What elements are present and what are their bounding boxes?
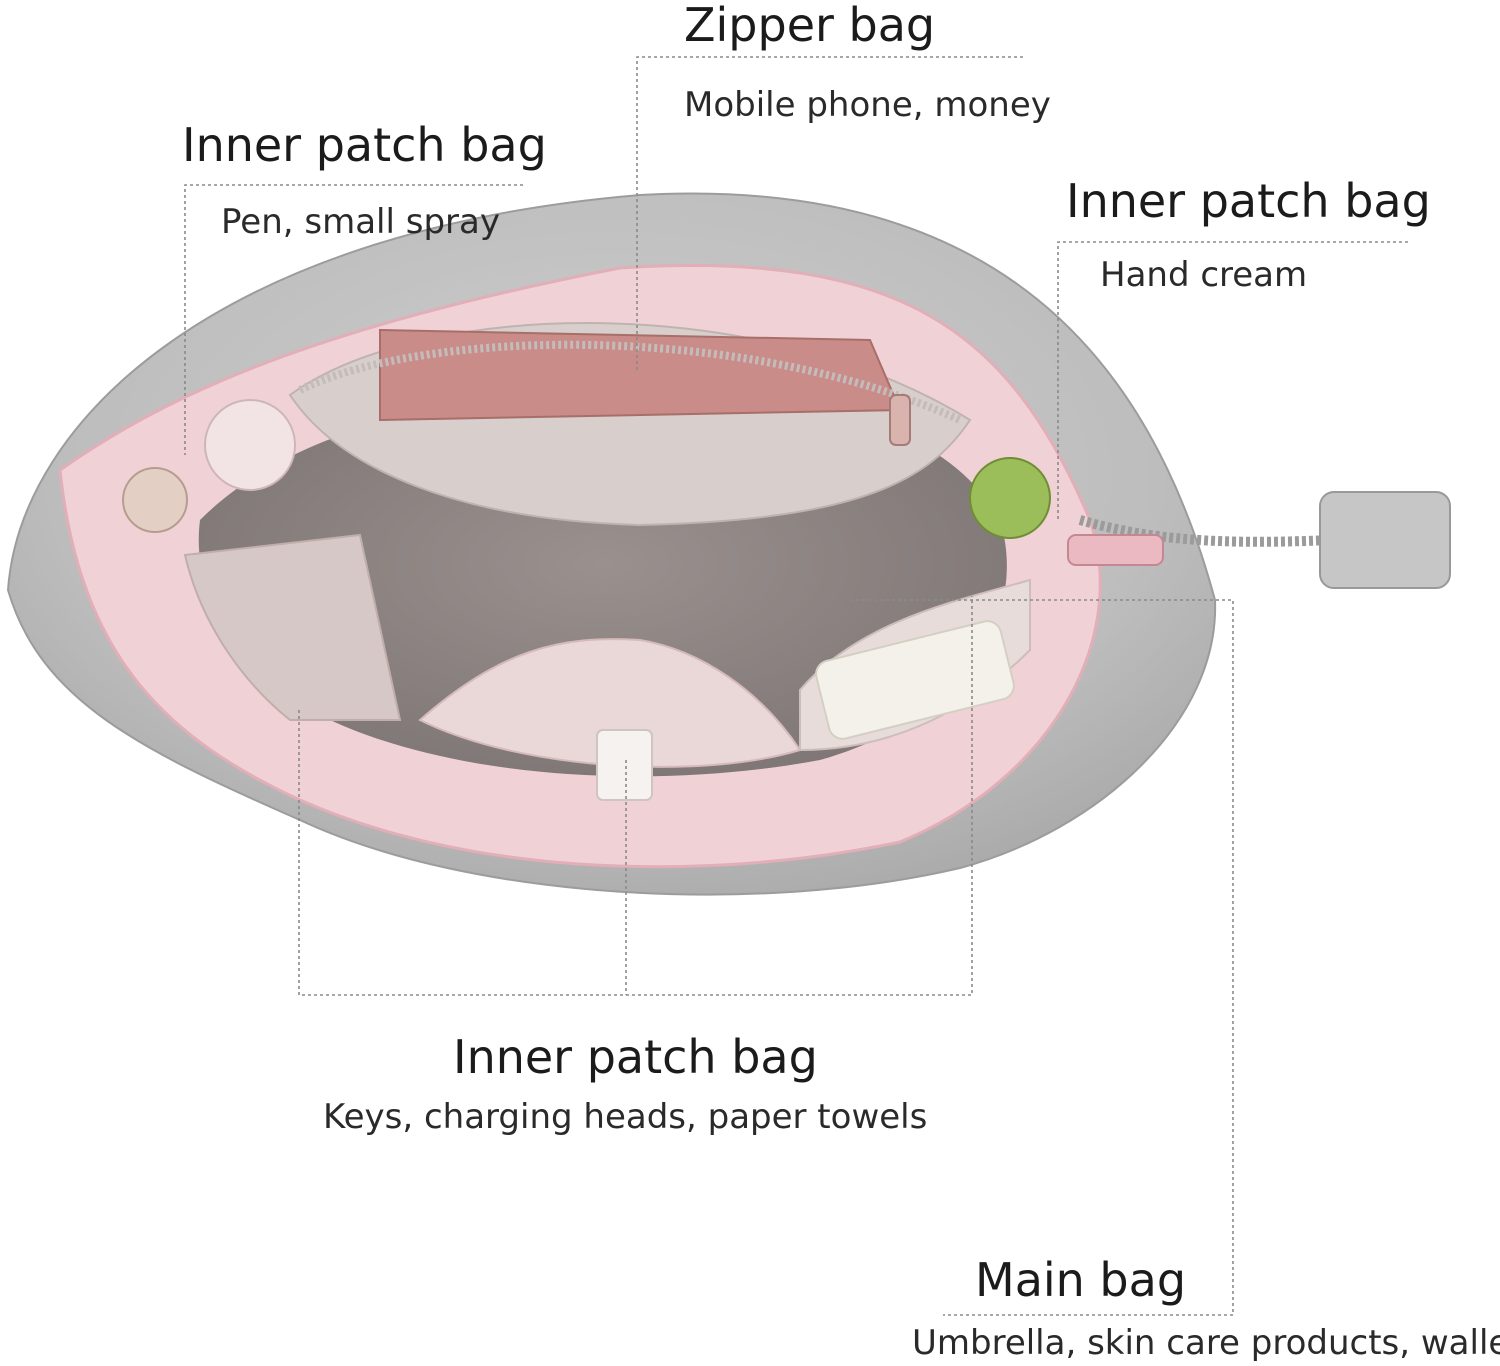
- zipper-bag-contents: Mobile phone, money: [684, 85, 1051, 125]
- hand-cream: [969, 457, 1051, 539]
- main-bag-title: Main bag: [975, 1253, 1187, 1307]
- bottom-pocket-left: [183, 533, 402, 721]
- zipper-bag-title: Zipper bag: [684, 0, 936, 52]
- zipper-slider: [1067, 534, 1164, 566]
- inner-patch-bottom-title: Inner patch bag: [453, 1030, 818, 1084]
- zipper-pull-tab: [1319, 491, 1451, 589]
- inner-patch-right-title: Inner patch bag: [1066, 174, 1431, 228]
- leader-inner-patch-left: [184, 184, 523, 455]
- leader-zipper-bag: [636, 56, 1023, 372]
- inner-patch-left-title: Inner patch bag: [182, 118, 547, 172]
- zipper-track-top: [298, 340, 962, 424]
- bottom-pocket-middle: [418, 638, 802, 768]
- charging-head: [596, 729, 653, 801]
- zipper-pull-icon: [889, 394, 911, 446]
- main-zipper-track: [1078, 515, 1331, 547]
- pen-bottle: [122, 467, 188, 533]
- leader-inner-patch-right: [1057, 241, 1408, 520]
- leader-lines: [184, 56, 1408, 1316]
- spray-bottle-cap: [204, 399, 296, 491]
- inner-patch-left-contents: Pen, small spray: [221, 202, 500, 242]
- paper-towel-pack: [815, 620, 1015, 740]
- leader-main-bag: [850, 599, 1234, 1316]
- inner-patch-right-contents: Hand cream: [1100, 255, 1308, 295]
- main-bag-contents: Umbrella, skin care products, wallet: [912, 1323, 1500, 1363]
- inner-patch-bottom-contents: Keys, charging heads, paper towels: [323, 1097, 928, 1137]
